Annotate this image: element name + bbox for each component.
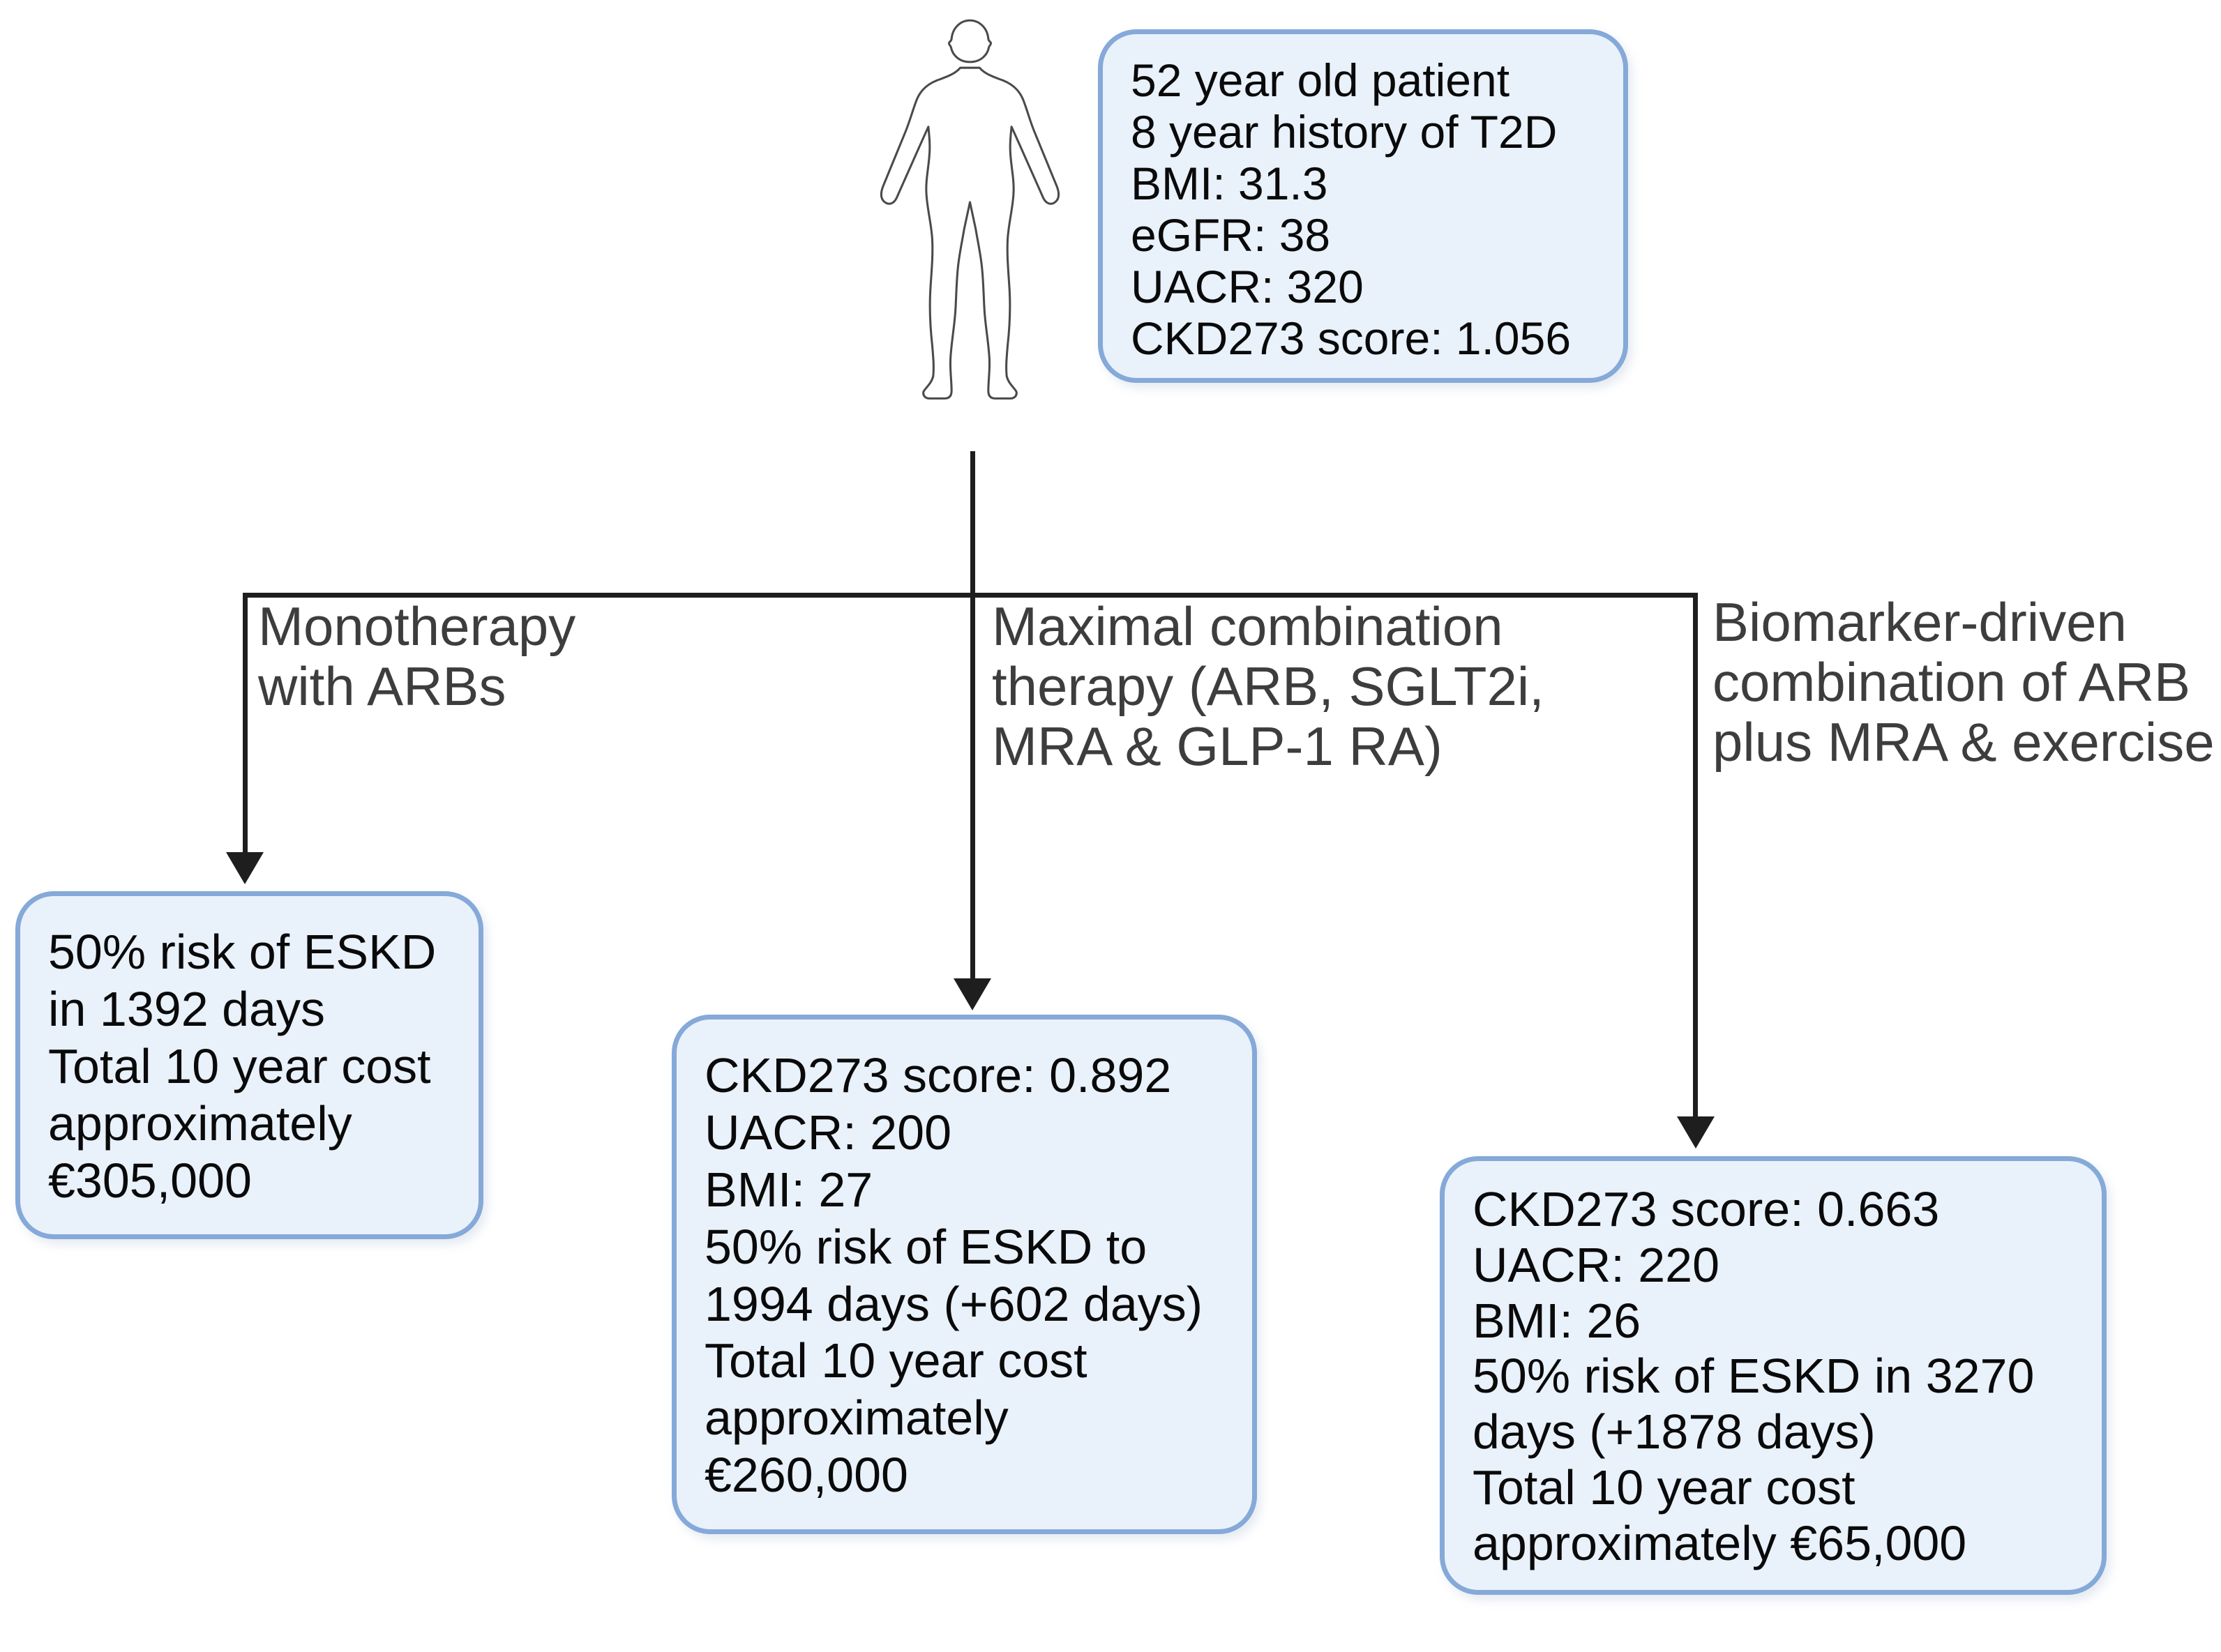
outcome-line: BMI: 27	[705, 1162, 873, 1217]
outcome-box-maximal-combination: CKD273 score: 0.892 UACR: 200 BMI: 27 50…	[672, 1015, 1257, 1535]
outcome-line: 50% risk of ESKD in 3270	[1473, 1349, 2035, 1404]
outcome-line: approximately €65,000	[1473, 1515, 1967, 1570]
branch-label-line: therapy (ARB, SGLT2i,	[992, 655, 1544, 717]
branch-label-line: Monotherapy	[258, 596, 576, 657]
outcome-line: 50% risk of ESKD to	[705, 1219, 1147, 1274]
outcome-line: days (+1878 days)	[1473, 1404, 1876, 1460]
outcome-line: in 1392 days	[48, 981, 325, 1036]
outcome-line: CKD273 score: 0.663	[1473, 1182, 1940, 1236]
outcome-line: 50% risk of ESKD	[48, 925, 437, 979]
branch-label-line: with ARBs	[258, 655, 506, 717]
branch-label-biomarker-driven: Biomarker-driven combination of ARB plus…	[1712, 591, 2215, 773]
branch-label-line: plus MRA & exercise	[1712, 711, 2215, 773]
connector-horizontal-branch-bar	[243, 593, 1698, 598]
arrowhead-left-branch	[226, 852, 264, 884]
outcome-line: €305,000	[48, 1153, 252, 1208]
outcome-line: UACR: 200	[705, 1105, 952, 1160]
outcome-line: CKD273 score: 0.892	[705, 1048, 1172, 1102]
outcome-line: approximately	[48, 1096, 352, 1151]
outcome-line: Total 10 year cost	[1473, 1460, 1855, 1515]
patient-info-line: CKD273 score: 1.056	[1131, 312, 1572, 364]
branch-label-line: Maximal combination	[992, 596, 1503, 657]
outcome-line: €260,000	[705, 1448, 908, 1503]
outcome-box-monotherapy: 50% risk of ESKD in 1392 days Total 10 y…	[15, 891, 483, 1240]
outcome-line: BMI: 26	[1473, 1293, 1641, 1348]
arrowhead-middle-branch	[954, 978, 991, 1010]
branch-label-line: combination of ARB	[1712, 651, 2191, 713]
outcome-box-biomarker-driven: CKD273 score: 0.663 UACR: 220 BMI: 26 50…	[1440, 1156, 2107, 1595]
branch-label-monotherapy: Monotherapy with ARBs	[258, 596, 576, 717]
patient-info-box: 52 year old patient 8 year history of T2…	[1098, 29, 1628, 384]
connector-person-to-center	[970, 451, 975, 978]
patient-info-line: 8 year history of T2D	[1131, 105, 1558, 158]
patient-info-line: UACR: 320	[1131, 260, 1364, 312]
connector-left-branch	[243, 593, 248, 852]
patient-info-line: BMI: 31.3	[1131, 157, 1328, 209]
arrowhead-right-branch	[1677, 1116, 1715, 1149]
branch-label-line: MRA & GLP-1 RA)	[992, 715, 1443, 777]
person-outline-icon	[880, 19, 1060, 400]
outcome-line: Total 10 year cost	[705, 1333, 1087, 1388]
patient-info-line: eGFR: 38	[1131, 209, 1331, 261]
connector-right-branch	[1693, 593, 1698, 1116]
outcome-line: UACR: 220	[1473, 1237, 1720, 1292]
branch-label-maximal-combination: Maximal combination therapy (ARB, SGLT2i…	[992, 596, 1544, 777]
branch-label-line: Biomarker-driven	[1712, 591, 2127, 653]
patient-info-line: 52 year old patient	[1131, 54, 1510, 106]
outcome-line: 1994 days (+602 days)	[705, 1276, 1203, 1331]
outcome-line: Total 10 year cost	[48, 1038, 431, 1093]
outcome-line: approximately	[705, 1390, 1009, 1446]
